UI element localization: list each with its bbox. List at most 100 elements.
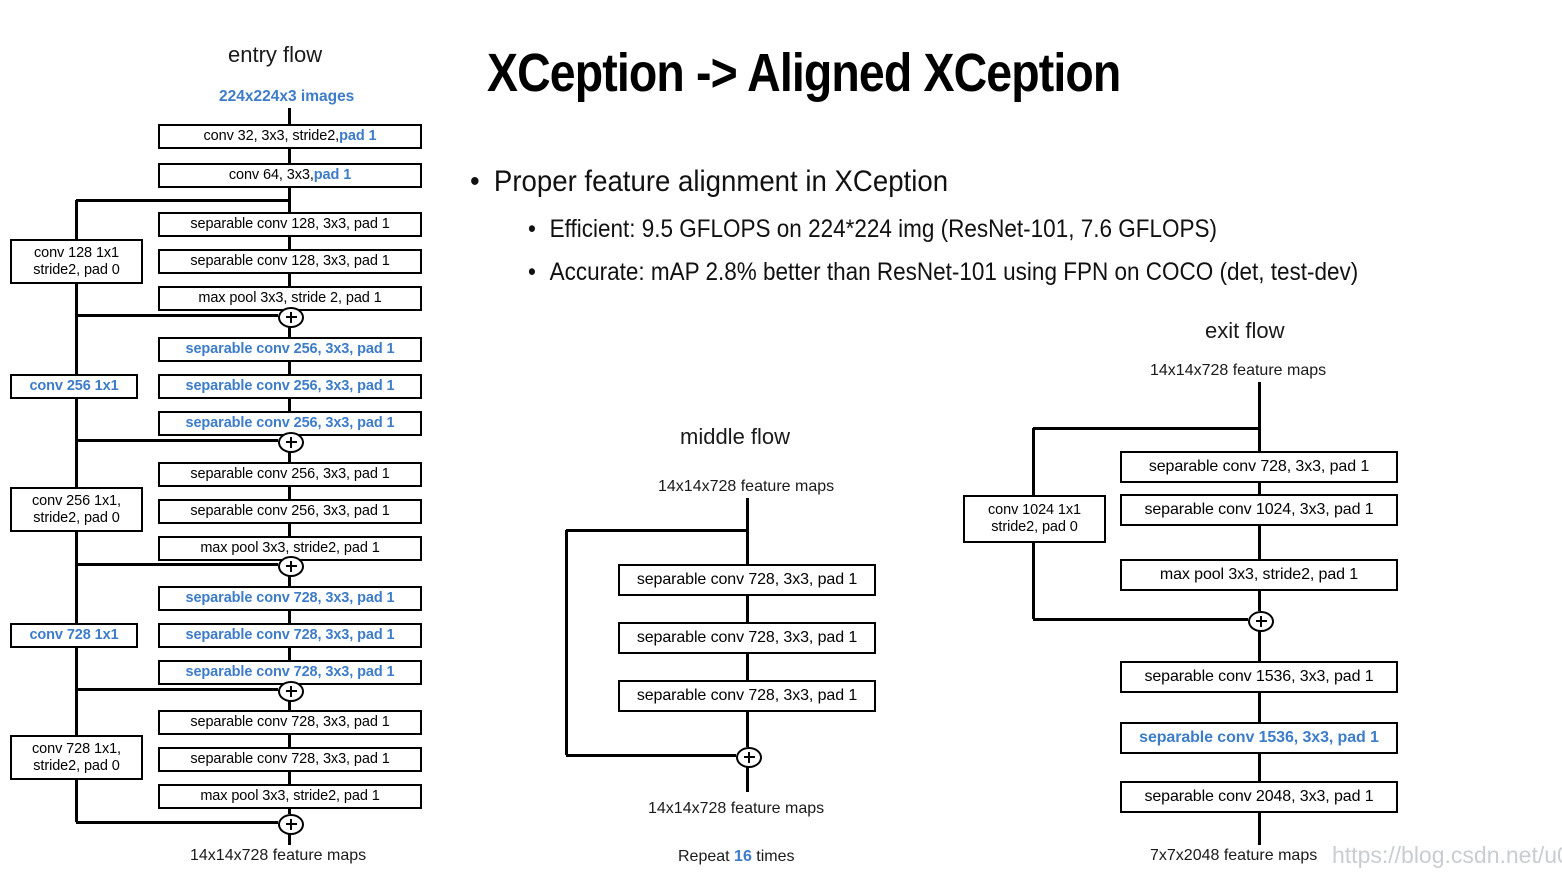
bullet-level1: •Proper feature alignment in XCeption: [470, 165, 1464, 199]
box-label-line2: stride2, pad 0: [33, 757, 120, 774]
connector-vline: [287, 448, 291, 462]
connector-vline: [287, 697, 291, 710]
exit-flow-box-5: separable conv 2048, 3x3, pad 1: [1120, 781, 1398, 813]
entry-flow-box-14: separable conv 728, 3x3, pad 1: [158, 710, 422, 735]
connector-vline: [287, 274, 291, 286]
middle-flow-output-label: 14x14x728 feature maps: [648, 800, 825, 817]
connector-hline: [76, 562, 278, 566]
connector-vline: [1257, 627, 1261, 661]
box-label-line2: stride2, pad 0: [33, 509, 120, 526]
middle-flow-input-label: 14x14x728 feature maps: [658, 478, 835, 495]
page-title: XCeption -> Aligned XCeption: [487, 43, 1121, 103]
entry-shortcut-box-4: conv 728 1x1,stride2, pad 0: [10, 735, 143, 780]
middle-flow-box-0: separable conv 728, 3x3, pad 1: [618, 564, 876, 596]
bullet-dot-icon: •: [528, 258, 536, 286]
box-label-line1: conv 728 1x1,: [32, 740, 121, 757]
connector-vline: [745, 712, 749, 747]
bullet-dot-icon: •: [470, 165, 480, 198]
entry-flow-box-8: separable conv 256, 3x3, pad 1: [158, 462, 422, 487]
bullet-level2-efficient: • Efficient: 9.5 GFLOPS on 224*224 img (R…: [528, 215, 1482, 244]
connector-vline: [1257, 526, 1261, 559]
connector-hline: [1033, 617, 1248, 621]
exit-flow-box-4: separable conv 1536, 3x3, pad 1: [1120, 722, 1398, 754]
exit-flow-box-0: separable conv 728, 3x3, pad 1: [1120, 451, 1398, 483]
add-node-icon: [278, 306, 304, 328]
entry-shortcut-box-2: conv 256 1x1,stride2, pad 0: [10, 487, 143, 532]
entry-flow-box-15: separable conv 728, 3x3, pad 1: [158, 747, 422, 772]
connector-vline: [287, 648, 291, 660]
connector-hline: [76, 438, 278, 442]
exit-flow-box-2: max pool 3x3, stride2, pad 1: [1120, 559, 1398, 591]
connector-vline: [287, 237, 291, 249]
connector-vline: [745, 654, 749, 680]
bullet-level2-accurate: •Accurate: mAP 2.8% better than ResNet-1…: [528, 258, 1482, 287]
box-label: conv 32, 3x3, stride2,: [203, 128, 340, 145]
connector-hline: [566, 753, 736, 757]
connector-vline: [287, 611, 291, 623]
connector-vline: [287, 830, 291, 845]
connector-vline: [564, 530, 568, 755]
box-label-line2: stride2, pad 0: [33, 261, 120, 278]
middle-flow-repeat-label: Repeat 16 times: [678, 848, 795, 866]
repeat-suffix: times: [751, 848, 795, 865]
exit-flow-box-3: separable conv 1536, 3x3, pad 1: [1120, 661, 1398, 693]
connector-vline: [287, 809, 291, 814]
add-node-icon: [736, 746, 762, 768]
connector-vline: [1257, 813, 1261, 845]
add-node-icon: [278, 680, 304, 702]
add-node-icon: [278, 431, 304, 453]
connector-vline: [287, 323, 291, 337]
add-node-icon: [278, 555, 304, 577]
connector-vline: [287, 487, 291, 499]
box-label-line2: stride2, pad 0: [991, 519, 1078, 535]
add-node-icon: [1248, 610, 1274, 632]
box-label-line1: conv 256 1x1,: [32, 492, 121, 509]
connector-vline: [287, 149, 291, 163]
repeat-count: 16: [734, 848, 752, 865]
connector-vline: [1257, 382, 1261, 451]
connector-hline: [76, 820, 278, 824]
entry-flow-box-2: separable conv 128, 3x3, pad 1: [158, 212, 422, 237]
entry-flow-box-6: separable conv 256, 3x3, pad 1: [158, 374, 422, 399]
connector-vline: [745, 498, 749, 564]
bullet-level2-efficient-text: Efficient: 9.5 GFLOPS on 224*224 img (Re…: [549, 215, 1218, 243]
connector-vline: [287, 362, 291, 374]
middle-flow-box-1: separable conv 728, 3x3, pad 1: [618, 622, 876, 654]
repeat-prefix: Repeat: [678, 848, 735, 865]
connector-hline: [76, 687, 278, 691]
entry-flow-box-5: separable conv 256, 3x3, pad 1: [158, 337, 422, 362]
connector-vline: [287, 772, 291, 784]
connector-vline: [287, 108, 291, 124]
box-label-highlight: pad 1: [339, 128, 377, 145]
connector-vline: [287, 735, 291, 747]
middle-flow-box-2: separable conv 728, 3x3, pad 1: [618, 680, 876, 712]
entry-flow-box-12: separable conv 728, 3x3, pad 1: [158, 623, 422, 648]
connector-hline: [76, 198, 289, 202]
entry-flow-box-9: separable conv 256, 3x3, pad 1: [158, 499, 422, 524]
connector-vline: [287, 399, 291, 411]
box-label-line1: conv 728 1x1: [29, 627, 119, 644]
exit-flow-title: exit flow: [1205, 318, 1285, 343]
bullet-dot-icon: •: [528, 215, 536, 243]
entry-flow-box-0: conv 32, 3x3, stride2, pad 1: [158, 124, 422, 149]
exit-flow-output-label: 7x7x2048 feature maps: [1150, 847, 1318, 864]
exit-flow-box-1: separable conv 1024, 3x3, pad 1: [1120, 494, 1398, 526]
connector-hline: [566, 528, 747, 532]
connector-hline: [1033, 426, 1259, 430]
box-label-line1: conv 1024 1x1: [987, 502, 1082, 519]
connector-vline: [1257, 591, 1261, 611]
entry-flow-box-16: max pool 3x3, stride2, pad 1: [158, 784, 422, 809]
connector-hline: [76, 313, 278, 317]
entry-flow-box-11: separable conv 728, 3x3, pad 1: [158, 586, 422, 611]
connector-vline: [287, 188, 291, 212]
connector-vline: [745, 596, 749, 622]
connector-vline: [745, 763, 749, 792]
middle-flow-title: middle flow: [680, 424, 791, 449]
watermark: https://blog.csdn.net/u011974639: [1332, 842, 1562, 868]
entry-flow-box-1: conv 64, 3x3, pad 1: [158, 163, 422, 188]
connector-vline: [287, 524, 291, 536]
entry-flow-output-label: 14x14x728 feature maps: [190, 847, 367, 864]
entry-flow-title: entry flow: [228, 42, 323, 67]
entry-flow-box-3: separable conv 128, 3x3, pad 1: [158, 249, 422, 274]
